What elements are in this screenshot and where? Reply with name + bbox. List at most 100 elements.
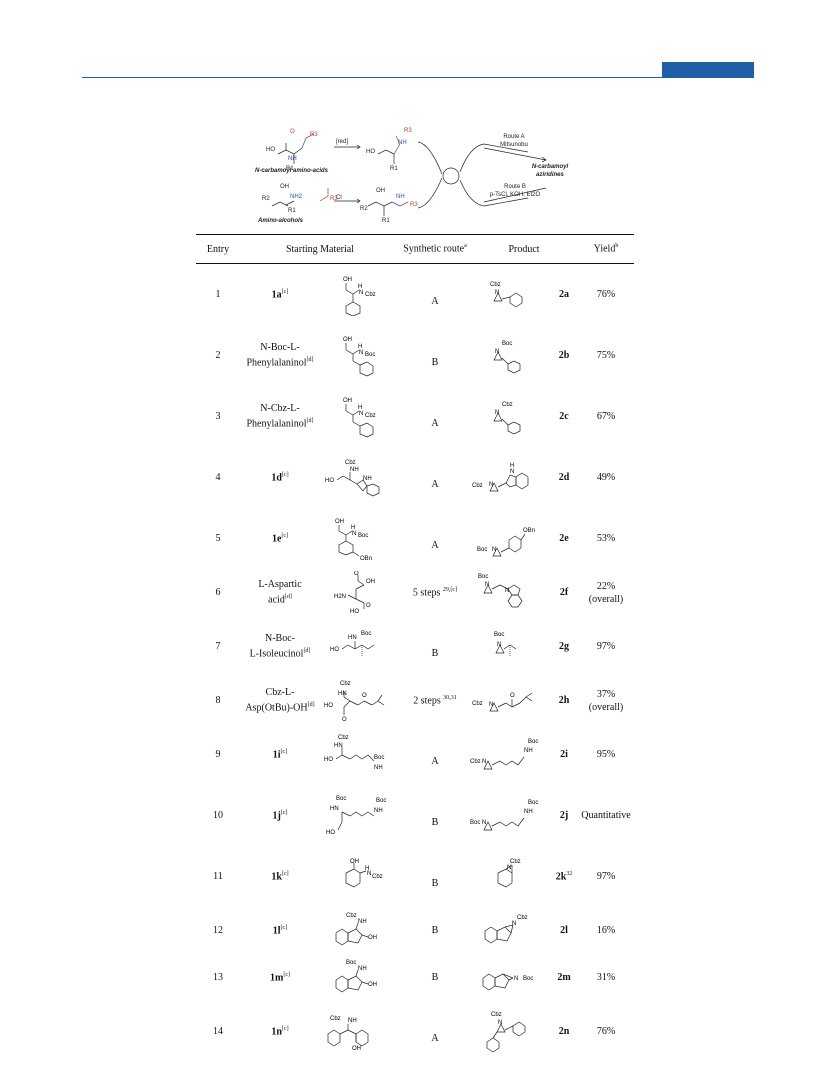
product-structure-2d: Cbz N H N xyxy=(472,463,529,491)
svg-text:Boc: Boc xyxy=(376,798,386,804)
svg-text:N: N xyxy=(492,547,496,553)
header-product: Product xyxy=(470,234,578,264)
svg-text:NH: NH xyxy=(358,919,367,925)
svg-text:Cbz: Cbz xyxy=(372,874,383,880)
scheme-r3-label: R3 xyxy=(310,132,318,138)
header-tab xyxy=(662,62,754,78)
scheme-r1d-label: R1 xyxy=(382,218,390,224)
product-structure-2a: Cbz N xyxy=(490,282,523,307)
svg-text:Cbz: Cbz xyxy=(490,282,501,288)
svg-text:HO: HO xyxy=(324,703,333,709)
svg-text:Boc: Boc xyxy=(336,796,346,802)
sm-structure-1i: Cbz HN HO Boc NH xyxy=(324,735,384,771)
yield-cell: 76% xyxy=(596,1026,616,1037)
route-cell: A xyxy=(431,479,439,490)
sm-cell: 1k[c] xyxy=(271,870,289,883)
svg-text:O: O xyxy=(342,717,347,723)
scheme-route-a-detail: Mitsunobu xyxy=(500,142,528,148)
scheme-r3b-label: R3 xyxy=(330,196,338,202)
header-entry: Entry xyxy=(196,234,240,264)
svg-text:N: N xyxy=(498,1020,502,1026)
svg-text:HO: HO xyxy=(324,757,333,763)
scheme-r1-label: R1 xyxy=(286,166,294,172)
entry-cell: 14 xyxy=(213,1026,223,1037)
svg-text:N: N xyxy=(495,410,499,416)
svg-text:Boc: Boc xyxy=(477,547,487,553)
svg-text:HN: HN xyxy=(330,806,339,812)
entry-cell: 12 xyxy=(213,925,223,936)
svg-text:OH: OH xyxy=(368,982,377,988)
product-structure: Cbz N xyxy=(470,907,550,954)
table-header-row: Entry Starting Material Synthetic routea… xyxy=(196,234,634,264)
scheme-oh-label: OH xyxy=(280,184,289,190)
svg-text:Boc: Boc xyxy=(528,800,538,806)
header-starting-material: Starting Material xyxy=(240,234,400,264)
svg-text:OH: OH xyxy=(343,277,352,283)
table-row: 2 N-Boc-L-Phenylalaninol[d] OH H N Boc B xyxy=(196,325,634,386)
product-code: 2f xyxy=(559,587,569,598)
product-structure-2h: Cbz N O xyxy=(472,692,533,711)
yield-cell: 76% xyxy=(596,289,616,300)
product-structure-2m: N Boc xyxy=(482,973,533,990)
product-structure: Cbz N xyxy=(470,264,550,326)
sm-structure-1j: Boc HN HO Boc NH xyxy=(326,796,386,836)
svg-text:Cbz: Cbz xyxy=(491,1012,502,1018)
product-structure-2i: Cbz N Boc NH xyxy=(470,739,538,769)
header-rule xyxy=(82,77,754,78)
scheme-nh-label: NH xyxy=(288,156,297,162)
svg-text:HO: HO xyxy=(330,647,339,653)
product-code: 2i xyxy=(560,749,568,760)
sm-cell: 1i[c] xyxy=(272,748,288,761)
scheme-route-b-detail: p-TsCl, KOH, Et2O xyxy=(489,192,541,198)
svg-text:NH: NH xyxy=(350,467,359,473)
scheme-cl-label: Cl xyxy=(336,195,342,201)
svg-text:OH: OH xyxy=(352,1046,361,1052)
product-code: 2k32 xyxy=(555,870,573,883)
table-row: 10 1j[c] Boc HN HO Boc NH B xyxy=(196,785,634,846)
scheme-r2-label: R2 xyxy=(262,196,270,202)
svg-text:OBn: OBn xyxy=(360,556,372,561)
route-cell: 5 steps 29,[c] xyxy=(412,586,458,599)
table-row: 14 1n[c] Cbz NH OH A xyxy=(196,1001,634,1062)
svg-text:Boc: Boc xyxy=(494,632,504,638)
scheme-oh2-label: OH xyxy=(376,188,385,194)
scheme-product-line1: N-carbamoyl xyxy=(531,164,569,170)
product-structure: Cbz N xyxy=(470,846,550,907)
reaction-scheme: HO NH O R3 R1 N-carbamoyl amino-acids [r… xyxy=(250,126,570,232)
svg-text:HO: HO xyxy=(350,609,359,615)
svg-text:N: N xyxy=(367,871,371,877)
svg-text:N: N xyxy=(359,411,363,417)
route-cell: B xyxy=(431,972,439,983)
product-code: 2n xyxy=(558,1026,570,1037)
entry-cell: 9 xyxy=(215,749,221,760)
svg-text:Boc: Boc xyxy=(502,341,512,347)
table-row: 11 1k[c] OH H N Cbz B xyxy=(196,846,634,907)
sm-structure: HN Boc HO xyxy=(320,616,400,677)
scheme-amino-acids-label: N-carbamoyl amino-acids xyxy=(255,168,329,174)
svg-text:NH: NH xyxy=(374,808,383,814)
entry-cell: 5 xyxy=(215,533,221,544)
product-structure: Cbz N H N xyxy=(470,447,550,508)
product-structure: Cbz N xyxy=(470,386,550,447)
product-structure-2g: Boc N xyxy=(494,632,517,657)
product-code: 2g xyxy=(559,641,569,652)
product-code: 2j xyxy=(559,810,569,821)
product-code: 2d xyxy=(558,472,570,483)
svg-text:HO: HO xyxy=(325,478,334,484)
svg-text:NH: NH xyxy=(358,966,367,972)
svg-text:Boc: Boc xyxy=(374,755,384,761)
svg-text:Boc: Boc xyxy=(528,739,538,745)
product-structure-2l: Cbz N xyxy=(484,915,528,943)
svg-text:H2N: H2N xyxy=(334,594,346,600)
sm-structure-asp: O OH H2N O HO xyxy=(334,571,375,615)
svg-text:HN: HN xyxy=(338,691,347,697)
sm-cell: N-Boc-L-Phenylalaninol[d] xyxy=(246,342,314,369)
product-structure: Boc N N xyxy=(470,569,550,616)
svg-text:Cbz: Cbz xyxy=(502,402,513,408)
sm-cell: 1l[c] xyxy=(272,924,288,937)
svg-text:Boc: Boc xyxy=(365,352,375,358)
yield-cell: 49% xyxy=(596,472,616,483)
yield-cell: 97% xyxy=(596,641,616,652)
product-structure-2j: Boc N Boc NH xyxy=(470,800,538,830)
sm-structure-1m: Boc NH OH xyxy=(335,960,377,992)
